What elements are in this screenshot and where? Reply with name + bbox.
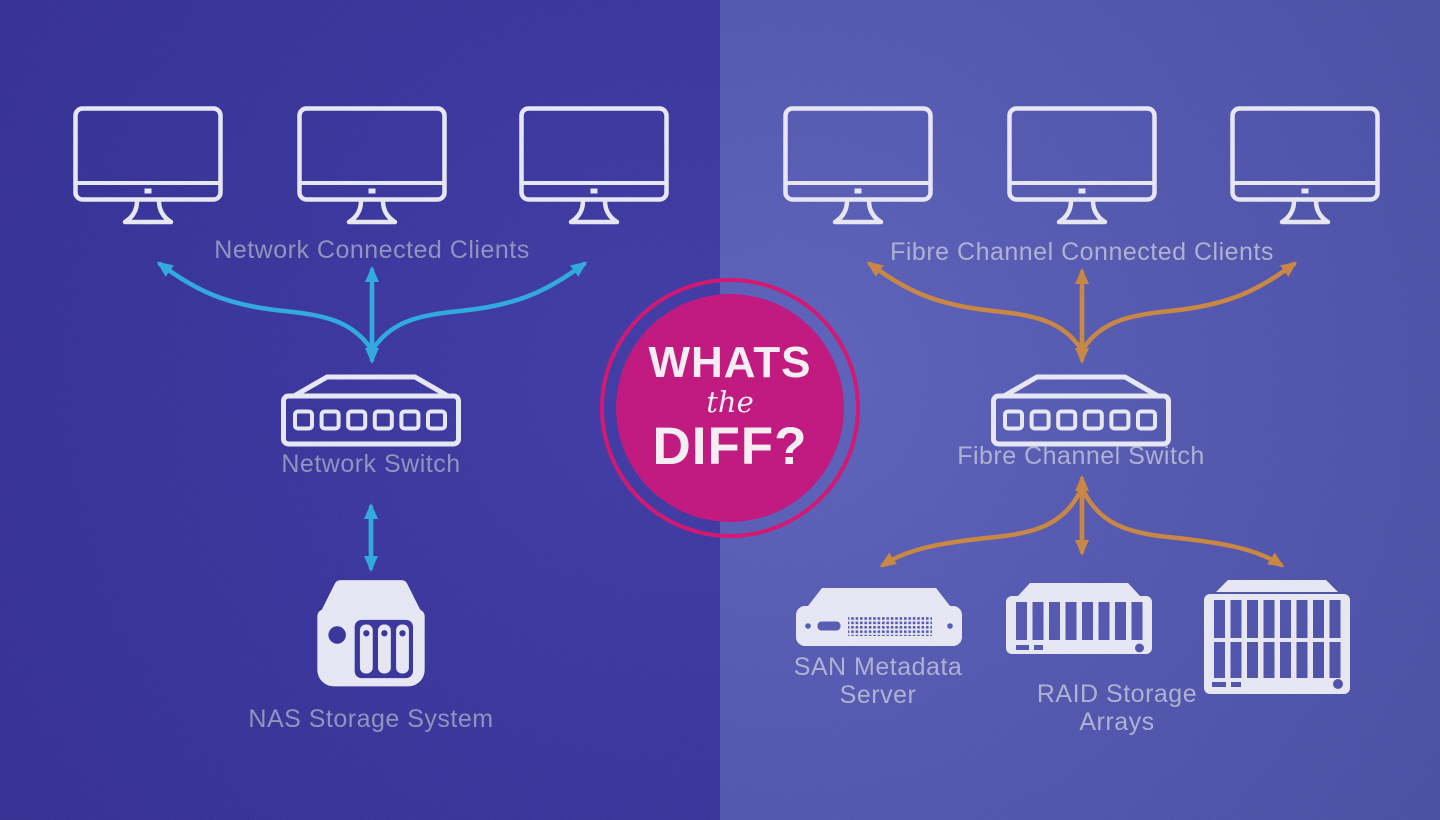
server-vent-mesh bbox=[848, 616, 932, 636]
whats-the-diff-badge: WHATS the DIFF? bbox=[616, 294, 844, 522]
raid-storage-arrays-label: RAID Storage Arrays bbox=[1036, 680, 1198, 736]
imac-icon bbox=[1230, 106, 1380, 228]
nas-storage-icon bbox=[317, 580, 425, 687]
san-metadata-server-label: SAN Metadata Server bbox=[793, 653, 963, 709]
imac-icon bbox=[1007, 106, 1157, 228]
fibre-channel-switch-icon bbox=[991, 372, 1171, 450]
network-switch-icon bbox=[281, 372, 461, 450]
fibre-channel-switch-label: Fibre Channel Switch bbox=[957, 442, 1205, 470]
san-metadata-server-icon bbox=[796, 588, 962, 646]
nas-storage-label: NAS Storage System bbox=[248, 705, 494, 733]
raid-array-tall-icon bbox=[1204, 580, 1350, 694]
network-switch-label: Network Switch bbox=[281, 450, 461, 478]
imac-icon bbox=[519, 106, 669, 228]
imac-icon bbox=[783, 106, 933, 228]
imac-icon bbox=[73, 106, 223, 228]
nas-clients-label: Network Connected Clients bbox=[214, 236, 530, 264]
badge-line-1: WHATS bbox=[648, 338, 812, 387]
imac-icon bbox=[297, 106, 447, 228]
san-clients-label: Fibre Channel Connected Clients bbox=[890, 238, 1274, 266]
raid-array-icon bbox=[1006, 583, 1152, 654]
badge-line-3: DIFF? bbox=[652, 417, 808, 476]
badge-line-2: the bbox=[706, 385, 754, 419]
